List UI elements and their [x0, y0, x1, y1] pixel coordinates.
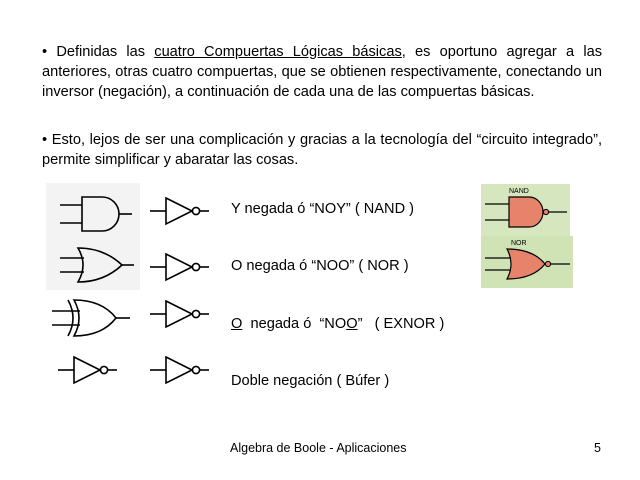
label-buffer: Doble negación ( Búfer ) [231, 373, 390, 389]
inverter-icon [58, 355, 117, 385]
nand-chip-label: NAND [509, 188, 529, 195]
paragraph-integrated-circuit: • Esto, lejos de ser una complicación y … [42, 132, 602, 168]
xor-gate-icon [52, 299, 130, 337]
or-gate-icon [46, 240, 140, 290]
page-number: 5 [594, 441, 601, 455]
paragraph-intro: • Definidas las cuatro Compuertas Lógica… [42, 44, 602, 100]
inverter-icon [150, 299, 209, 329]
nor-chip-photo: NOR [481, 236, 573, 288]
label-exnor: O negada ó “NOO” ( EXNOR ) [231, 316, 445, 332]
label-nor: O negada ó “NOO” ( NOR ) [231, 258, 409, 274]
inverter-icon [150, 252, 209, 282]
footer-title: Algebra de Boole - Aplicaciones [230, 441, 407, 455]
nor-chip-label: NOR [511, 240, 527, 247]
inverter-icon [150, 196, 209, 226]
inverter-icon [150, 355, 209, 385]
underlined-term: cuatro Compuertas Lógicas básicas [154, 44, 402, 60]
and-gate-icon [46, 183, 140, 243]
label-nand: Y negada ó “NOY” ( NAND ) [231, 201, 415, 217]
nand-chip-photo: NAND [481, 184, 570, 236]
